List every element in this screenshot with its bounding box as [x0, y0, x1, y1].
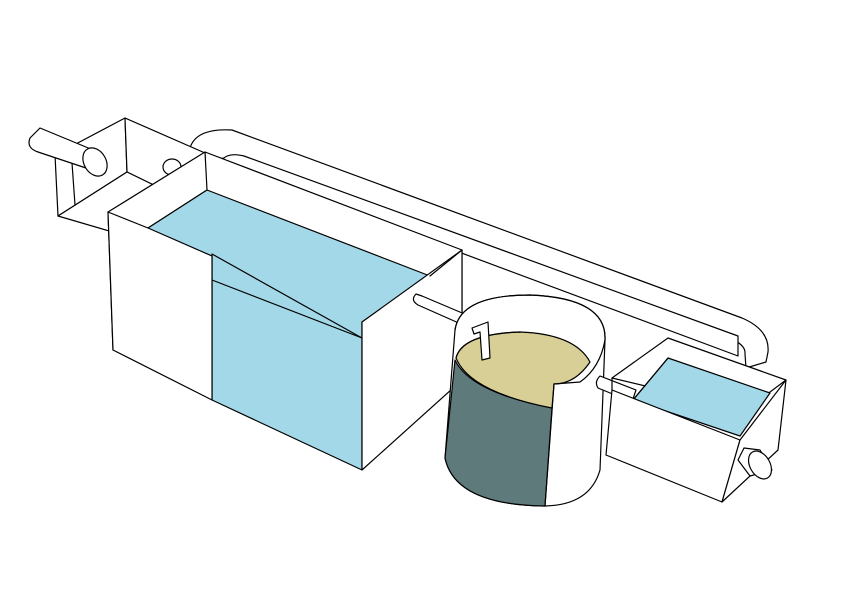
main-settling-tank	[107, 151, 463, 471]
filter-tank-seam	[544, 383, 555, 507]
loop-pipe-inner	[221, 154, 739, 357]
outlet-pipe-mouth	[747, 450, 773, 480]
filter-tank-rim	[454, 294, 606, 385]
filter-tank-inner-rim	[455, 331, 521, 359]
main-tank-front-left-wall	[107, 211, 213, 401]
cylindrical-filter-tank	[444, 294, 606, 507]
inlet-chamber-wall-line	[71, 162, 76, 206]
outlet-chamber	[605, 337, 787, 503]
outlet-chamber-right-wall	[721, 379, 787, 503]
main-tank-rim-line	[429, 249, 463, 277]
outlet-water-back-line	[632, 357, 669, 401]
inlet-pipe-mouth	[82, 147, 108, 177]
filter-inner-pipe	[471, 321, 491, 361]
main-tank-water-line	[211, 279, 363, 339]
